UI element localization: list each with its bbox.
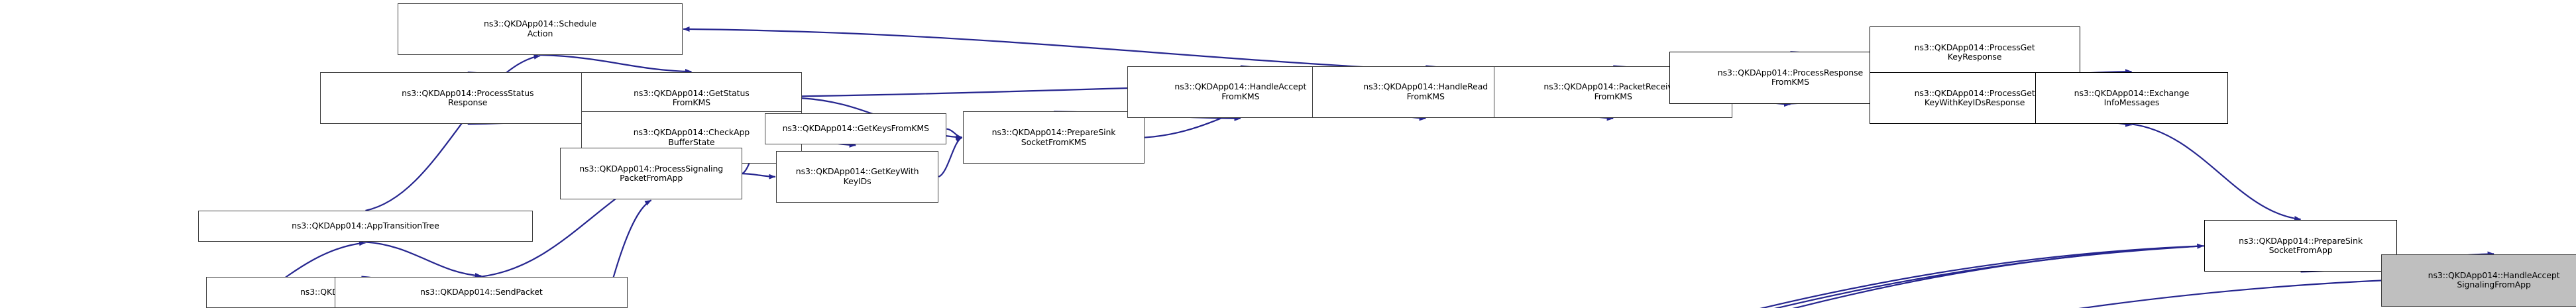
graph-node-process_signaling_from_app[interactable]: ns3::QKDApp014::ProcessSignaling PacketF… — [560, 148, 742, 200]
graph-edge-signaling_packet_received-to-prepare_sink_socket_app — [1760, 243, 2204, 308]
graph-node-label: ns3::QKDApp014::HandleAccept SignalingFr… — [2428, 270, 2560, 290]
graph-node-label: ns3::QKDApp014::CheckApp BufferState — [633, 127, 750, 147]
graph-node-label: ns3::QKDApp014::PrepareSink SocketFromAp… — [2239, 235, 2363, 256]
graph-node-prepare_sink_socket_app[interactable]: ns3::QKDApp014::PrepareSink SocketFromAp… — [2204, 220, 2398, 272]
graph-edge-get_key_with_keyids-to-prepare_sink_socket_kms — [938, 136, 963, 178]
graph-node-label: ns3::QKDApp014::Schedule Action — [484, 19, 597, 38]
graph-node-handle_accept_signaling_app[interactable]: ns3::QKDApp014::HandleAccept SignalingFr… — [2381, 254, 2576, 307]
graph-node-exchange_info_messages[interactable]: ns3::QKDApp014::Exchange InfoMessages — [2035, 72, 2229, 125]
graph-node-label: ns3::QKDApp014::ProcessSignaling PacketF… — [579, 163, 724, 183]
graph-edge-app_transition_tree-to-schedule_action — [365, 54, 541, 211]
graph-node-label: ns3::QKDApp014::GetKeyWith KeyIDs — [795, 166, 919, 186]
graph-node-label: ns3::QKDApp014::HandleAccept FromKMS — [1174, 81, 1307, 101]
graph-node-label: ns3::QKDApp014::ProcessResponse FromKMS — [1717, 67, 1864, 87]
graph-node-label: ns3::QKDApp014::PacketReceived FromKMS — [1543, 81, 1683, 101]
graph-node-label: ns3::QKDApp014::ProcessStatus Response — [402, 87, 534, 108]
graph-edge-exchange_info_messages-to-prepare_sink_socket_app — [2131, 123, 2302, 221]
graph-edge-signaling_packet_received-to-process_signaling_from_app — [604, 199, 652, 308]
graph-node-label: ns3::QKDApp014::AppTransitionTree — [292, 221, 439, 231]
graph-edge-process_signaling_from_app-to-get_key_with_keyids — [742, 173, 776, 180]
graph-node-app_transition_tree[interactable]: ns3::QKDApp014::AppTransitionTree — [197, 210, 533, 242]
graph-edge-app_transition_tree-to-send_packet — [365, 241, 482, 278]
graph-node-label: ns3::QKDApp014::ProcessGet KeyResponse — [1914, 42, 2035, 62]
graph-node-get_key_with_keyids[interactable]: ns3::QKDApp014::GetKeyWith KeyIDs — [775, 150, 939, 203]
graph-node-label: ns3::QKDApp014::HandleRead FromKMS — [1363, 81, 1488, 101]
graph-edge-schedule_action-to-get_status_from_kms — [540, 54, 692, 74]
graph-node-send_packet[interactable]: ns3::QKDApp014::SendPacket — [335, 276, 628, 308]
graph-node-prepare_sink_socket_kms[interactable]: ns3::QKDApp014::PrepareSink SocketFromKM… — [962, 111, 1145, 164]
graph-node-label: ns3::QKDApp014::ProcessGet KeyWithKeyIDs… — [1914, 87, 2035, 108]
graph-node-schedule_action[interactable]: ns3::QKDApp014::Schedule Action — [398, 3, 683, 56]
graph-node-label: ns3::QKDApp014::GetStatus FromKMS — [634, 87, 750, 108]
graph-node-process_status_response[interactable]: ns3::QKDApp014::ProcessStatus Response — [320, 72, 615, 125]
graph-node-label: ns3::QKDApp014::SendPacket — [420, 287, 543, 297]
graph-edge-handle_accept_signaling_app-to-handle_read_signaling — [2078, 280, 2382, 308]
graph-node-get_keys_from_kms[interactable]: ns3::QKDApp014::GetKeysFromKMS — [764, 113, 947, 145]
graph-node-label: ns3::QKDApp014::Exchange InfoMessages — [2074, 87, 2190, 108]
graph-node-label: ns3::QKDApp014::GetKeysFromKMS — [782, 123, 929, 134]
graph-edge-handle_read_signaling-to-prepare_sink_socket_app — [1792, 243, 2204, 308]
graph-node-label: ns3::QKDApp014::PrepareSink SocketFromKM… — [991, 127, 1116, 147]
graph-edge-prepare_sink_socket_app-to-handle_read_signaling — [1774, 245, 2204, 308]
graph-node-process_get_key_response[interactable]: ns3::QKDApp014::ProcessGet KeyResponse — [1869, 26, 2080, 79]
